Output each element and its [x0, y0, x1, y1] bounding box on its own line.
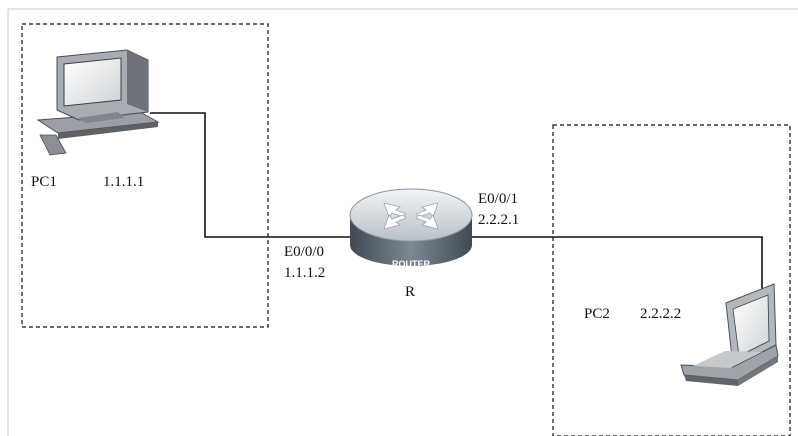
laptop-icon [681, 284, 778, 386]
router-right-interface-name: E0/0/1 [478, 189, 518, 210]
link-pc1-router [150, 113, 356, 237]
router-badge-text: ROUTER [392, 259, 431, 269]
pc1-ip-label: 1.1.1.1 [103, 173, 144, 191]
link-router-pc2 [466, 237, 762, 300]
desktop-pc-icon [38, 50, 158, 155]
pc2-zone [553, 125, 790, 436]
router-left-interface-ip: 1.1.1.2 [284, 263, 325, 284]
router-right-interface-ip: 2.2.2.1 [478, 210, 519, 231]
router-name-label: R [405, 283, 415, 301]
router-icon: ROUTER [350, 189, 472, 269]
pc2-ip-label: 2.2.2.2 [640, 305, 681, 323]
pc1-name-label: PC1 [31, 173, 57, 191]
router-left-interface-name: E0/0/0 [284, 242, 324, 263]
pc2-name-label: PC2 [584, 305, 610, 323]
